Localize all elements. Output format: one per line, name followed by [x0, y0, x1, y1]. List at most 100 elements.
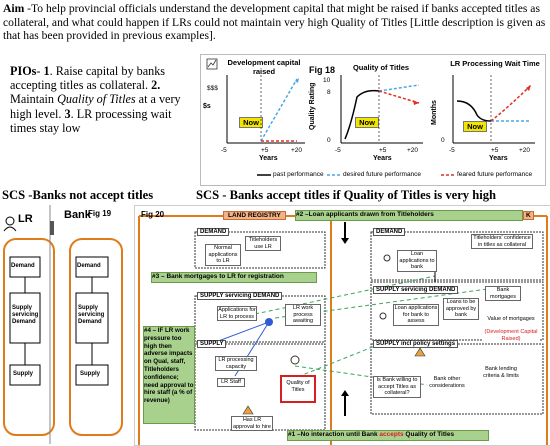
- chart2-xtick: +20: [407, 147, 419, 154]
- aim-paragraph: Aim -To help provincial officials unders…: [3, 2, 549, 43]
- bank-willing: Is Bank willing to accept Titles as coll…: [373, 376, 421, 398]
- chart3-past-line: [456, 100, 492, 122]
- bank-policy-title: SUPPLY incl policy settings: [373, 340, 459, 348]
- bank-tab: K: [523, 211, 534, 220]
- chart1-now-label: Now: [239, 117, 263, 128]
- note-1-highlight: accepts: [379, 431, 404, 438]
- apps-to-process: Applications for LR to process: [217, 306, 257, 321]
- chart2-feared-line: [378, 90, 420, 104]
- confidence-node: Titleholders' confidence in titles as co…: [471, 234, 533, 249]
- loan-applications: Loan applications to bank: [397, 250, 437, 272]
- triangle-icon: [414, 347, 426, 357]
- node: [265, 318, 273, 326]
- fig19-pin: [50, 221, 54, 235]
- chart1-xtick: +20: [291, 147, 303, 154]
- fig19-shapes: [3, 205, 123, 444]
- chart3-xlabel: Years: [489, 155, 508, 162]
- fig19-lr-demand: Demand: [11, 263, 35, 269]
- lr-supply-title: SUPPLY: [197, 340, 227, 348]
- chart3-xtick: +20: [519, 147, 531, 154]
- lr-servicing-title: SUPPLY servicing DEMAND: [197, 292, 283, 300]
- pios-italic: Quality of Titles: [57, 92, 136, 107]
- chart1-xtick: +5: [261, 147, 269, 154]
- pios-text: -: [36, 64, 44, 78]
- chart1-ylabel: $s: [203, 103, 211, 110]
- fig19-lr-servicing: Supply servicing Demand: [12, 305, 39, 325]
- chart2-ytick: 8: [327, 89, 331, 96]
- legend-desired: desired future performance: [343, 171, 422, 178]
- pios-text: at a very high level.: [10, 92, 181, 121]
- fig19-lr-label: LR: [18, 213, 33, 225]
- chart2-ytick: 0: [327, 137, 331, 144]
- fig20-diagram: Fig 20 LAND REGISTRY K #2 –Loan applican…: [134, 205, 550, 446]
- lr-processing-capacity: LR processing capacity: [215, 356, 257, 371]
- aim-label: Aim: [3, 2, 25, 15]
- chart1-xlabel: Years: [259, 155, 278, 162]
- aim-text: -To help provincial officials understand…: [3, 2, 546, 43]
- link-dashed: [294, 365, 436, 387]
- has-approval: Has LR approval to hire: [231, 416, 273, 431]
- chart3-feared-line: [490, 84, 532, 122]
- person-icon: [5, 216, 15, 226]
- chart3-ytick: 0: [441, 137, 445, 144]
- loan-applications-assess: Loan applications for bank to assess: [393, 304, 439, 326]
- chart1-ytick: $$$: [207, 85, 218, 92]
- fig19-bank-frame: [69, 238, 123, 436]
- note-1-text: #1 –No interaction until Bank: [288, 431, 380, 438]
- scs-right-heading: SCS - Banks accept titles if Quality of …: [196, 188, 497, 202]
- chart2-desired-line: [378, 84, 420, 92]
- fig18-label: Fig 18: [309, 65, 336, 75]
- chart2-ytick: 10: [323, 77, 331, 84]
- fig18-panel: Development capital raised $$$ $s -5 +5 …: [200, 54, 546, 186]
- bank-other-considerations: Bank other considerations: [427, 376, 467, 389]
- pios-label: PIOs: [10, 64, 37, 78]
- pios-text: Maintain: [10, 92, 58, 107]
- chart1-desired-arrow: [295, 78, 299, 83]
- fig19-bank-servicing: Supply servicing Demand: [78, 305, 105, 325]
- triangle-icon: [242, 405, 254, 415]
- pios-text: . LR processing wait times stay low: [10, 106, 172, 135]
- lr-demand-region: [194, 231, 326, 269]
- fig19-lr-servicing-box: [9, 292, 41, 344]
- pios-number: 2.: [151, 78, 161, 93]
- chart2-title: Quality of Titles: [352, 63, 410, 72]
- lr-staff: LR Staff: [217, 378, 245, 387]
- pios-number: 3: [64, 106, 71, 121]
- scs-left-heading: SCS -Banks not accept titles: [2, 188, 154, 202]
- chart1-title: Development capital raised: [227, 58, 301, 76]
- fig19-bank-demand: Demand: [77, 263, 101, 269]
- note-2: #2 –Loan applicants drawn from Titlehold…: [295, 210, 523, 221]
- fig19-lr-frame: [3, 238, 55, 436]
- legend-past: past performance: [273, 171, 324, 178]
- note-1-text: Quality of Titles: [403, 431, 455, 438]
- bank-demand-title: DEMAND: [373, 228, 406, 236]
- legend-feared: feared future performance: [457, 171, 533, 178]
- chart2-xlabel: Years: [373, 155, 392, 162]
- fig19-bank-supply: Supply: [80, 371, 101, 377]
- node: [290, 355, 300, 365]
- chart3-xtick: -5: [449, 147, 455, 154]
- normal-apps: Normal applications to LR: [205, 244, 241, 266]
- pios-number: 1: [43, 64, 50, 78]
- chart1-xtick: -5: [221, 147, 227, 154]
- lr-work-awaiting: LR work process awaiting: [285, 304, 321, 326]
- titleholders-use-lr: Titleholders use LR: [245, 236, 281, 251]
- chart3-feared-arrow: [526, 85, 531, 91]
- chart2-feared-arrow: [413, 100, 419, 105]
- lending-criteria: Bank lending criteria & limits: [479, 366, 523, 379]
- note-1: #1 –No interaction until Bank accepts Qu…: [287, 430, 489, 441]
- fig19-bank-label: Bank: [64, 209, 91, 221]
- fig19-label: Fig 19: [88, 209, 112, 218]
- lr-demand-title: DEMAND: [197, 228, 230, 236]
- node: [379, 312, 387, 320]
- quality-of-titles-node: Quality of Titles: [283, 380, 313, 393]
- pios-paragraph: PIOs- 1. Raise capital by banks acceptin…: [10, 64, 190, 135]
- fig19-lr-supply: Supply: [13, 371, 34, 377]
- loans-approved: Loans to be approved by bank: [443, 298, 479, 320]
- land-registry-tab: LAND REGISTRY: [223, 211, 286, 220]
- note-4: #4 – IF LR work pressure too high then a…: [143, 326, 195, 424]
- chart2-xtick: -5: [335, 147, 341, 154]
- node: [383, 254, 391, 262]
- fig20-label: Fig 20: [141, 210, 165, 219]
- chart3-xtick: +5: [491, 147, 499, 154]
